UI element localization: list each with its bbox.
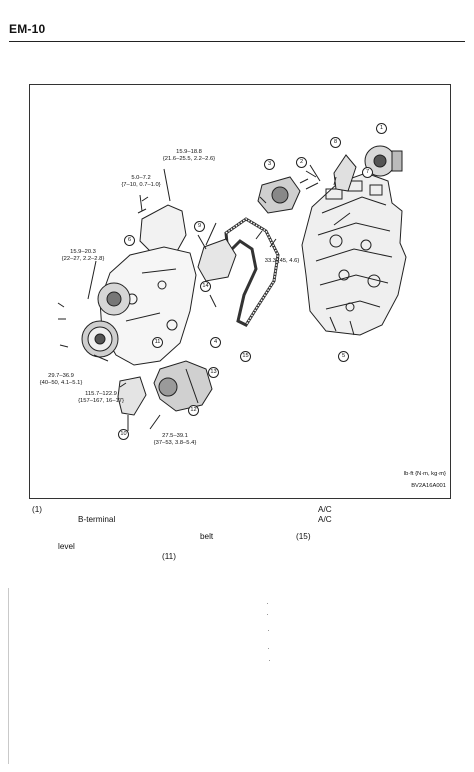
speck xyxy=(268,630,269,631)
callout-14: 14 xyxy=(200,281,211,292)
page-code: EM-10 xyxy=(9,22,46,36)
speck xyxy=(268,648,269,649)
torque-label-2: 5.0–7.2{7–10, 0.7–1.0} xyxy=(121,175,161,188)
footnote-1-number: (1) xyxy=(32,505,43,514)
speck xyxy=(269,660,270,661)
callout-9: 9 xyxy=(194,221,205,232)
callout-3: 3 xyxy=(264,159,275,170)
torque-label-7: 27.5–39.1{37–53, 3.8–5.4} xyxy=(153,433,197,446)
callout-10: 10 xyxy=(118,429,129,440)
footnote-1-ac: A/C xyxy=(318,505,332,514)
figure-frame: 15.9–18.8{21.6–25.5, 2.2–2.6} 5.0–7.2{7–… xyxy=(29,84,451,499)
callout-15: 15 xyxy=(240,351,251,362)
torque-label-4: 33.3 {45, 4.6} xyxy=(264,258,300,264)
callout-4: 4 xyxy=(210,337,221,348)
torque-label-1: 15.9–18.8{21.6–25.5, 2.2–2.6} xyxy=(162,149,216,162)
speck xyxy=(267,614,268,615)
header-rule xyxy=(9,41,465,42)
margin-line xyxy=(8,588,9,764)
torque-label-3: 15.9–20.3{22–27, 2.2–2.8} xyxy=(61,249,105,262)
callout-7: 7 xyxy=(362,167,373,178)
callout-1: 1 xyxy=(376,123,387,134)
footnote-1-ac-2: A/C xyxy=(318,515,332,524)
footnote-3-number: (11) xyxy=(162,552,176,561)
units-legend: lb·ft {N·m, kg·m} xyxy=(403,471,446,477)
figure-code: BV2A16A001 xyxy=(411,483,446,489)
footnote-2-level: level xyxy=(58,542,75,551)
footnote-2-number: (15) xyxy=(296,532,311,541)
callout-2: 2 xyxy=(296,157,307,168)
callout-12: 12 xyxy=(188,405,199,416)
engine-exploded-diagram xyxy=(57,145,407,431)
callout-6: 6 xyxy=(124,235,135,246)
speck xyxy=(267,603,268,604)
torque-label-6: 115.7–122.9{157–167, 16–17} xyxy=(78,391,124,404)
footnote-1-bterminal: B-terminal xyxy=(78,515,116,524)
callout-5: 5 xyxy=(338,351,349,362)
callout-11: 11 xyxy=(152,337,163,348)
callout-8: 8 xyxy=(330,137,341,148)
footnote-2-belt: belt xyxy=(200,532,214,541)
callout-13: 13 xyxy=(208,367,219,378)
torque-label-5: 29.7–36.9{40–50, 4.1–5.1} xyxy=(39,373,83,386)
